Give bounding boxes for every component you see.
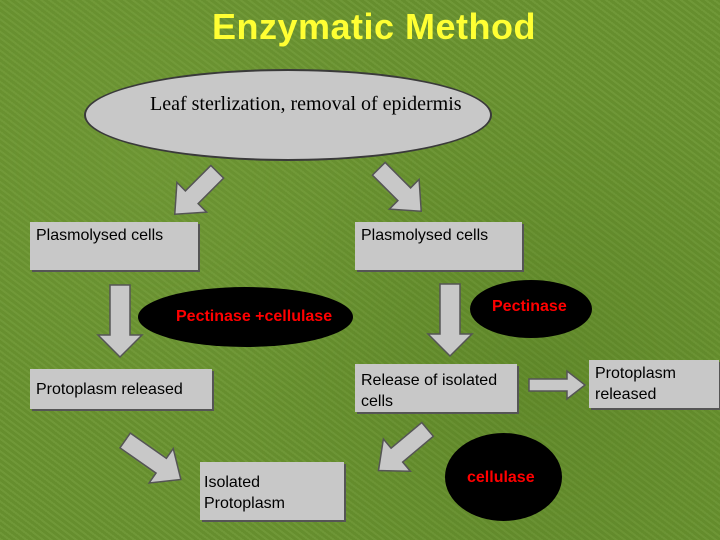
cellulase-label: cellulase: [467, 469, 535, 486]
arrow-start-to-left: [173, 164, 225, 216]
start-ellipse: [84, 69, 492, 161]
release-box: Release of isolated cells: [355, 364, 517, 412]
left-enzyme-label: Pectinase +cellulase: [176, 308, 333, 325]
arrow-left-to-isolated: [118, 432, 182, 484]
cellulase-ellipse: cellulase: [445, 433, 562, 521]
right-plasmolysed-box: Plasmolysed cells: [355, 222, 522, 270]
left-protoplasm-box: Protoplasm released: [30, 369, 212, 409]
left-enzyme-ellipse: Pectinase +cellulase: [138, 287, 353, 347]
right-enzyme-ellipse: Pectinase: [470, 280, 592, 338]
start-label: Leaf sterlization, removal of epidermis: [150, 93, 462, 115]
left-plasmolysed-box: Plasmolysed cells: [30, 222, 198, 270]
arrow-right-to-released: [528, 369, 587, 401]
arrow-left-down: [96, 284, 144, 359]
right-enzyme-label: Pectinase: [492, 298, 567, 315]
isolated-protoplasm-box: Isolated Protoplasm: [200, 462, 344, 520]
arrow-start-to-right: [371, 161, 423, 213]
diagram-title: Enzymatic Method: [211, 6, 537, 47]
arrow-right-down: [426, 283, 474, 358]
arrow-right-to-isolated: [377, 421, 435, 473]
right-protoplasm-box: Protoplasm released: [589, 360, 719, 408]
